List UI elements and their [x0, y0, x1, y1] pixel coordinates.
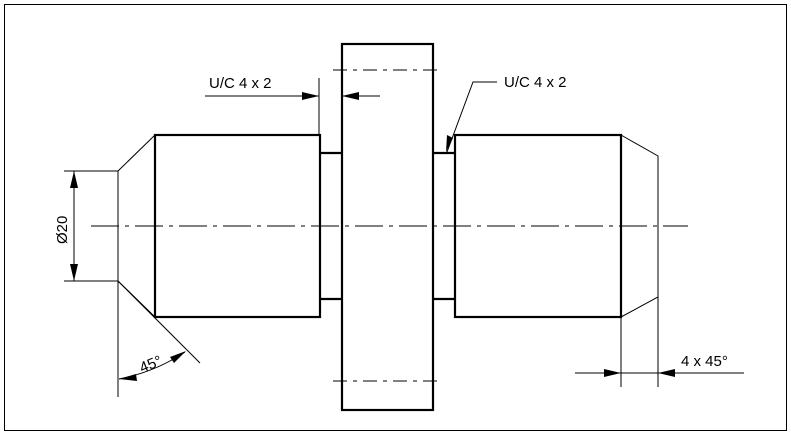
- undercut-right-leader: U/C 4 x 2: [446, 74, 567, 153]
- chamfer-angle-dimension: 45°: [117, 280, 201, 397]
- chamfer-spec-label: 4 x 45°: [681, 353, 728, 370]
- arrow-icon: [604, 369, 621, 377]
- undercut-left-label: U/C 4 x 2: [209, 75, 272, 92]
- arrow-icon: [70, 264, 78, 281]
- arrow-icon: [119, 374, 137, 381]
- arrow-icon: [446, 135, 453, 152]
- arrow-icon: [170, 351, 186, 363]
- right-cylinder: [453, 133, 623, 319]
- right-shaft: [433, 133, 659, 319]
- flange: [340, 42, 435, 412]
- arrow-icon: [70, 171, 78, 188]
- undercut-right-label: U/C 4 x 2: [504, 74, 567, 91]
- undercut-left-dimension: U/C 4 x 2: [205, 75, 380, 135]
- angle-label: 45°: [137, 352, 164, 376]
- arrow-icon: [302, 92, 319, 100]
- diameter-dimension: Ø20: [54, 170, 118, 282]
- drawing-frame: [4, 4, 787, 431]
- right-chamfer: [620, 134, 659, 318]
- arrow-icon: [342, 92, 359, 100]
- left-cylinder: [153, 133, 322, 319]
- chamfer-spec-dimension: 4 x 45°: [575, 297, 744, 387]
- diameter-label: Ø20: [54, 216, 71, 244]
- arrow-icon: [658, 369, 675, 377]
